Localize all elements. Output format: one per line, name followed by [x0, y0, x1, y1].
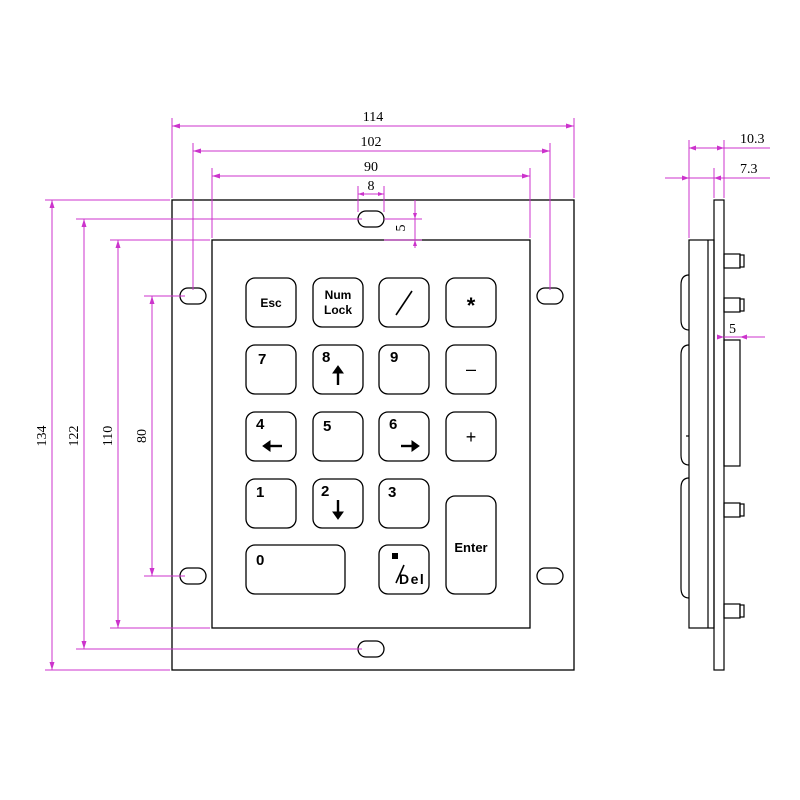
side-view [680, 199, 745, 671]
key-minus[interactable]: – [445, 344, 497, 395]
mounting-slot-right-lower [536, 567, 564, 585]
arrow-down-icon [332, 500, 344, 520]
key-plus[interactable]: + [445, 411, 497, 462]
key-divide-slash-icon [395, 290, 413, 316]
key-6-right[interactable]: 6 [378, 411, 430, 462]
side-plate [713, 199, 725, 671]
side-dimension-labels: 10.3 7.3 5 [729, 132, 765, 337]
key-4-label: 4 [256, 416, 265, 433]
key-2-down[interactable]: 2 [312, 478, 364, 529]
front-dimension-labels: 114 102 90 8 5 134 122 110 80 [35, 110, 409, 447]
key-esc-label: Esc [260, 296, 282, 310]
dim-114: 114 [363, 110, 383, 125]
mounting-plate [171, 199, 575, 671]
arrow-up-icon [332, 365, 344, 385]
key-minus-label: – [466, 359, 476, 379]
key-8-label: 8 [322, 349, 330, 366]
front-dimensions [45, 118, 575, 671]
stud-3 [723, 502, 741, 518]
dim-7-3: 7.3 [740, 162, 758, 177]
key-1[interactable]: 1 [245, 478, 297, 529]
square-icon [392, 553, 398, 559]
dim-10-3: 10.3 [740, 132, 765, 147]
key-7[interactable]: 7 [245, 344, 297, 395]
key-8-up[interactable]: 8 [312, 344, 364, 395]
stud-4 [723, 603, 741, 619]
key-multiply-label: * [467, 293, 476, 318]
key-num-lock-label-2: Lock [324, 303, 352, 317]
key-del[interactable]: Del [378, 544, 430, 595]
key-0-label: 0 [256, 552, 264, 569]
key-9-label: 9 [390, 349, 398, 366]
stud-1 [723, 253, 741, 269]
key-3-label: 3 [388, 484, 396, 501]
mounting-slot-right-upper [536, 287, 564, 305]
dim-110: 110 [101, 426, 116, 446]
key-enter-label: Enter [454, 540, 487, 555]
key-esc[interactable]: Esc [245, 277, 297, 328]
key-divide[interactable]: / [0, 0, 430, 328]
key-5-label: 5 [323, 418, 331, 435]
dim-102: 102 [361, 135, 382, 150]
stud-2 [723, 297, 741, 313]
key-1-label: 1 [256, 484, 264, 501]
key-num-lock[interactable]: Num Lock [312, 277, 364, 328]
dim-5: 5 [394, 225, 409, 232]
key-6-label: 6 [389, 416, 397, 433]
dim-90: 90 [364, 160, 378, 175]
key-3[interactable]: 3 [378, 478, 430, 529]
key-multiply[interactable]: * [445, 277, 497, 328]
key-2-label: 2 [321, 483, 329, 500]
key-9[interactable]: 9 [378, 344, 430, 395]
dim-122: 122 [67, 426, 82, 447]
key-0[interactable]: 0 [245, 544, 346, 595]
arrow-right-icon [401, 440, 420, 452]
del-slash-icon [395, 564, 405, 584]
key-plus-label: + [466, 427, 477, 447]
dim-80: 80 [135, 429, 150, 443]
key-4-left[interactable]: 4 [245, 411, 297, 462]
dim-8: 8 [368, 179, 375, 194]
key-7-label: 7 [258, 351, 266, 368]
key-enter[interactable]: Enter [445, 495, 497, 595]
front-view [171, 199, 575, 671]
side-dimensions [665, 140, 770, 340]
dim-5-side: 5 [729, 322, 736, 337]
keypad-body [211, 239, 531, 629]
rear-connector [723, 339, 741, 467]
key-num-lock-label: Num [325, 288, 352, 302]
side-keypad-body [688, 239, 715, 629]
key-del-label: Del [399, 571, 425, 587]
dim-134: 134 [35, 426, 50, 447]
arrow-left-icon [262, 440, 282, 452]
key-grid: Esc Num Lock / * 7 8 [0, 0, 497, 595]
key-5[interactable]: 5 [312, 411, 364, 462]
